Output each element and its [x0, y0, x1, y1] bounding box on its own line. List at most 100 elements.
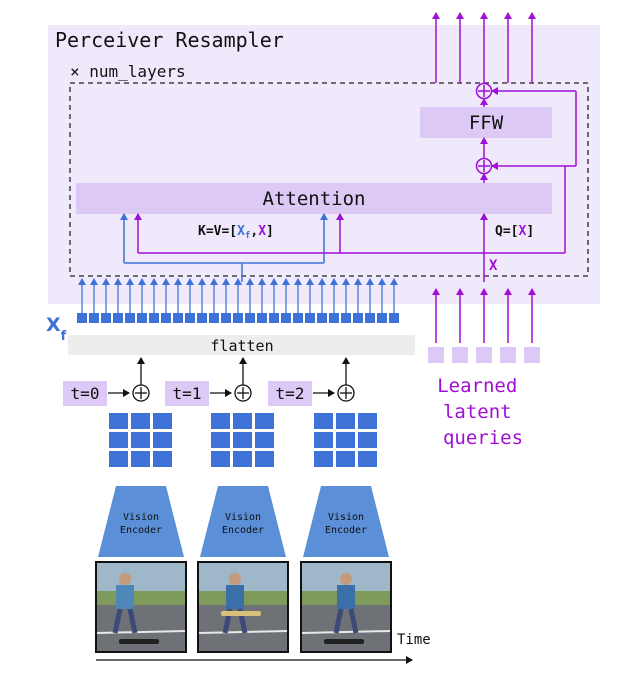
time-axis-label: Time: [397, 632, 431, 648]
feature-cell: [211, 413, 230, 429]
xf-token: [269, 313, 279, 323]
resampler-title: Perceiver Resampler: [55, 28, 284, 52]
xf-token-row: [77, 278, 399, 323]
feature-cell: [211, 432, 230, 448]
feature-cell: [336, 432, 355, 448]
learned-latent-label: Learned latent queries: [437, 375, 529, 449]
feature-cell: [211, 451, 230, 467]
encoder-label: Encoder: [120, 525, 162, 536]
xf-token: [221, 313, 231, 323]
feature-cell: [255, 451, 274, 467]
feature-cell: [358, 432, 377, 448]
ffw-block: [420, 107, 552, 138]
latent-purple-paths: [134, 87, 577, 282]
latent-query-tokens: [428, 288, 540, 363]
encoder-label: Encoder: [222, 525, 264, 536]
encoder-label: Encoder: [325, 525, 367, 536]
vision-encoder-block: [98, 486, 184, 557]
frame-pipelines: t=0VisionEncodert=1VisionEncodert=2Visio…: [63, 357, 392, 653]
encoder-label: Vision: [225, 512, 261, 523]
feature-cell: [314, 432, 333, 448]
encoder-label: Vision: [328, 512, 364, 523]
attention-label: Attention: [263, 188, 366, 210]
xf-token: [89, 313, 99, 323]
feature-cell: [109, 432, 128, 448]
feature-cell: [131, 451, 150, 467]
feature-cell: [131, 413, 150, 429]
x-latent-label: X: [489, 258, 498, 274]
q-label: Q=[X]: [495, 224, 534, 239]
xf-token: [293, 313, 303, 323]
xf-token: [305, 313, 315, 323]
feature-cell: [153, 432, 172, 448]
vision-encoder-block: [200, 486, 286, 557]
xf-token: [389, 313, 399, 323]
time-step-label: t=1: [173, 384, 202, 403]
num-layers-label: × num_layers: [70, 62, 186, 81]
feature-cell: [255, 413, 274, 429]
latent-query-token: [500, 347, 516, 363]
feature-cell: [336, 451, 355, 467]
latent-query-token: [524, 347, 540, 363]
feature-cell: [314, 451, 333, 467]
feature-cell: [109, 451, 128, 467]
layer-repeat-box: [69, 82, 589, 277]
xf-token: [101, 313, 111, 323]
xf-token: [257, 313, 267, 323]
xf-token: [281, 313, 291, 323]
attention-block: [76, 183, 552, 214]
feature-cell: [233, 413, 252, 429]
feature-cell: [255, 432, 274, 448]
xf-token: [209, 313, 219, 323]
xf-token: [329, 313, 339, 323]
xf-token: [161, 313, 171, 323]
time-step-box: [268, 381, 312, 406]
xf-token: [365, 313, 375, 323]
xf-token: [353, 313, 363, 323]
video-frame: [95, 561, 187, 653]
flatten-block: [68, 335, 415, 355]
xf-token: [317, 313, 327, 323]
feature-cell: [336, 413, 355, 429]
feature-cell: [109, 413, 128, 429]
kv-label: K=V=[Xf,X]: [198, 224, 274, 241]
feature-cell: [358, 451, 377, 467]
latent-query-token: [452, 347, 468, 363]
ffw-label: FFW: [469, 112, 504, 134]
xf-token: [197, 313, 207, 323]
feature-cell: [131, 432, 150, 448]
flatten-label: flatten: [210, 337, 273, 355]
xf-token: [149, 313, 159, 323]
xf-token: [113, 313, 123, 323]
feature-cell: [314, 413, 333, 429]
video-frame: [300, 561, 392, 653]
xf-token: [185, 313, 195, 323]
feature-cell: [233, 451, 252, 467]
latent-query-token: [428, 347, 444, 363]
time-step-label: t=0: [71, 384, 100, 403]
plus-node-ffw: [475, 82, 493, 100]
output-arrows: [432, 12, 536, 83]
xf-token: [77, 313, 87, 323]
time-step-box: [63, 381, 107, 406]
latent-query-token: [476, 347, 492, 363]
xf-token: [125, 313, 135, 323]
feature-cell: [153, 413, 172, 429]
xf-token: [137, 313, 147, 323]
xf-token: [173, 313, 183, 323]
feature-cell: [233, 432, 252, 448]
xf-token: [377, 313, 387, 323]
xf-token: [233, 313, 243, 323]
time-step-label: t=2: [276, 384, 305, 403]
xf-token: [245, 313, 255, 323]
xf-token: [341, 313, 351, 323]
vision-encoder-block: [303, 486, 389, 557]
encoder-label: Vision: [123, 512, 159, 523]
xf-label: Xf: [46, 314, 67, 344]
video-frame: [197, 561, 289, 653]
kv-blue-paths: [120, 213, 328, 282]
time-step-box: [165, 381, 209, 406]
